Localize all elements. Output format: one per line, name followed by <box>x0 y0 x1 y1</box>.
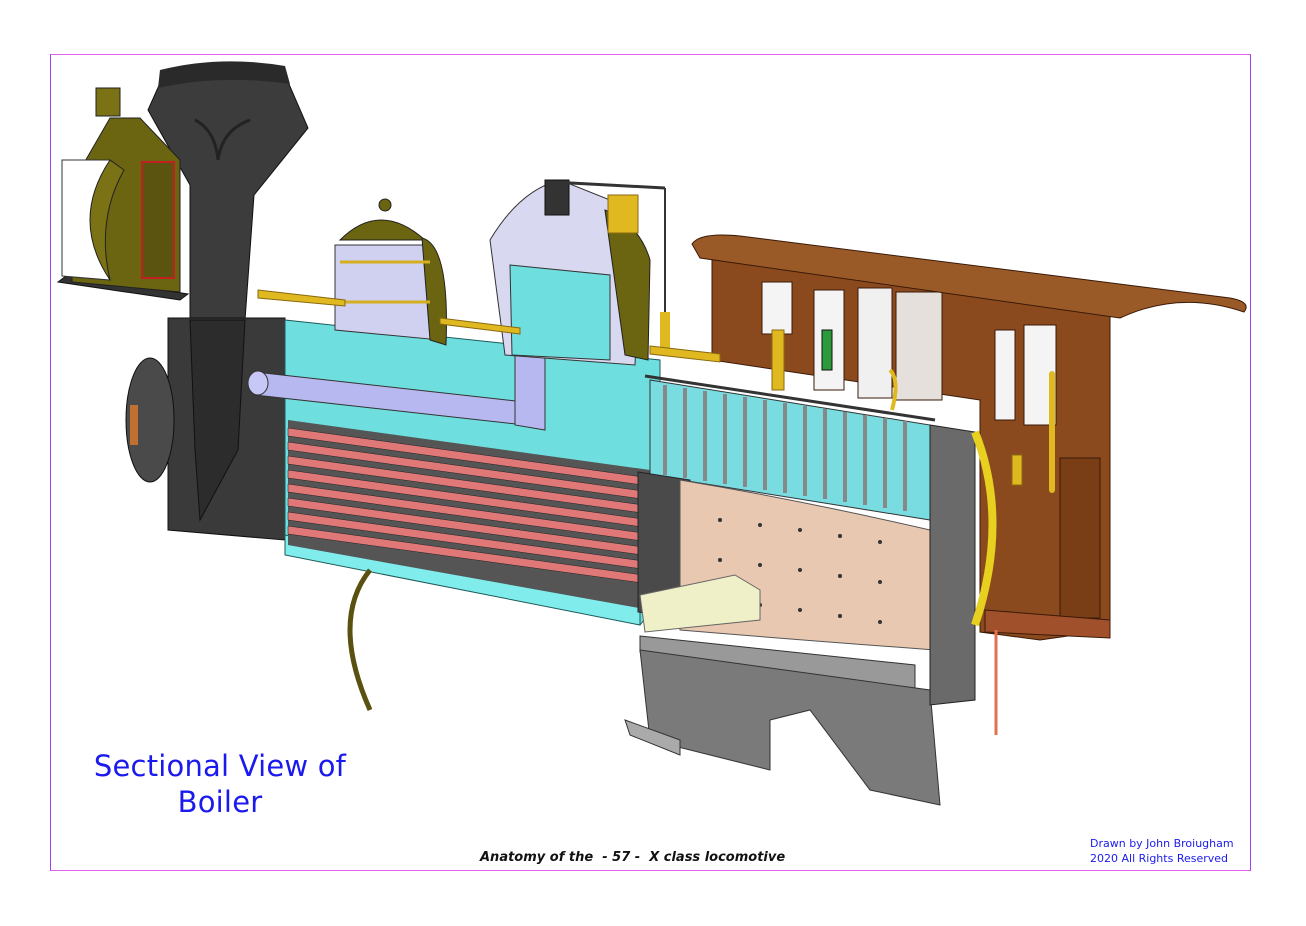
smokestack <box>147 61 309 321</box>
steam-dome <box>489 179 670 366</box>
credit-author: Drawn by John Broiugham <box>1090 837 1234 850</box>
cab-roof <box>691 234 1247 319</box>
diagram-title: Sectional View of Boiler <box>70 748 370 820</box>
ash-pan <box>624 649 941 806</box>
drawing-frame <box>50 54 1251 871</box>
credit-copyright: 2020 All Rights Reserved <box>1090 852 1229 865</box>
fire-tubes <box>287 420 651 610</box>
cab <box>711 249 1111 735</box>
crown-stays <box>644 374 936 521</box>
credit-block: Drawn by John Broiugham 2020 All Rights … <box>1090 836 1234 866</box>
footer-caption: Anatomy of the - 57 - X class locomotive <box>480 850 786 865</box>
brass-pipes <box>257 289 721 363</box>
sand-dome <box>334 198 447 346</box>
title-line-2: Boiler <box>177 785 263 819</box>
title-line-1: Sectional View of <box>93 749 347 783</box>
headlamp <box>56 87 190 301</box>
blowoff-hose <box>347 568 373 712</box>
smokebox <box>125 317 286 541</box>
brick-arch <box>639 574 761 633</box>
cab-fittings <box>771 329 1023 486</box>
backhead <box>929 424 997 706</box>
